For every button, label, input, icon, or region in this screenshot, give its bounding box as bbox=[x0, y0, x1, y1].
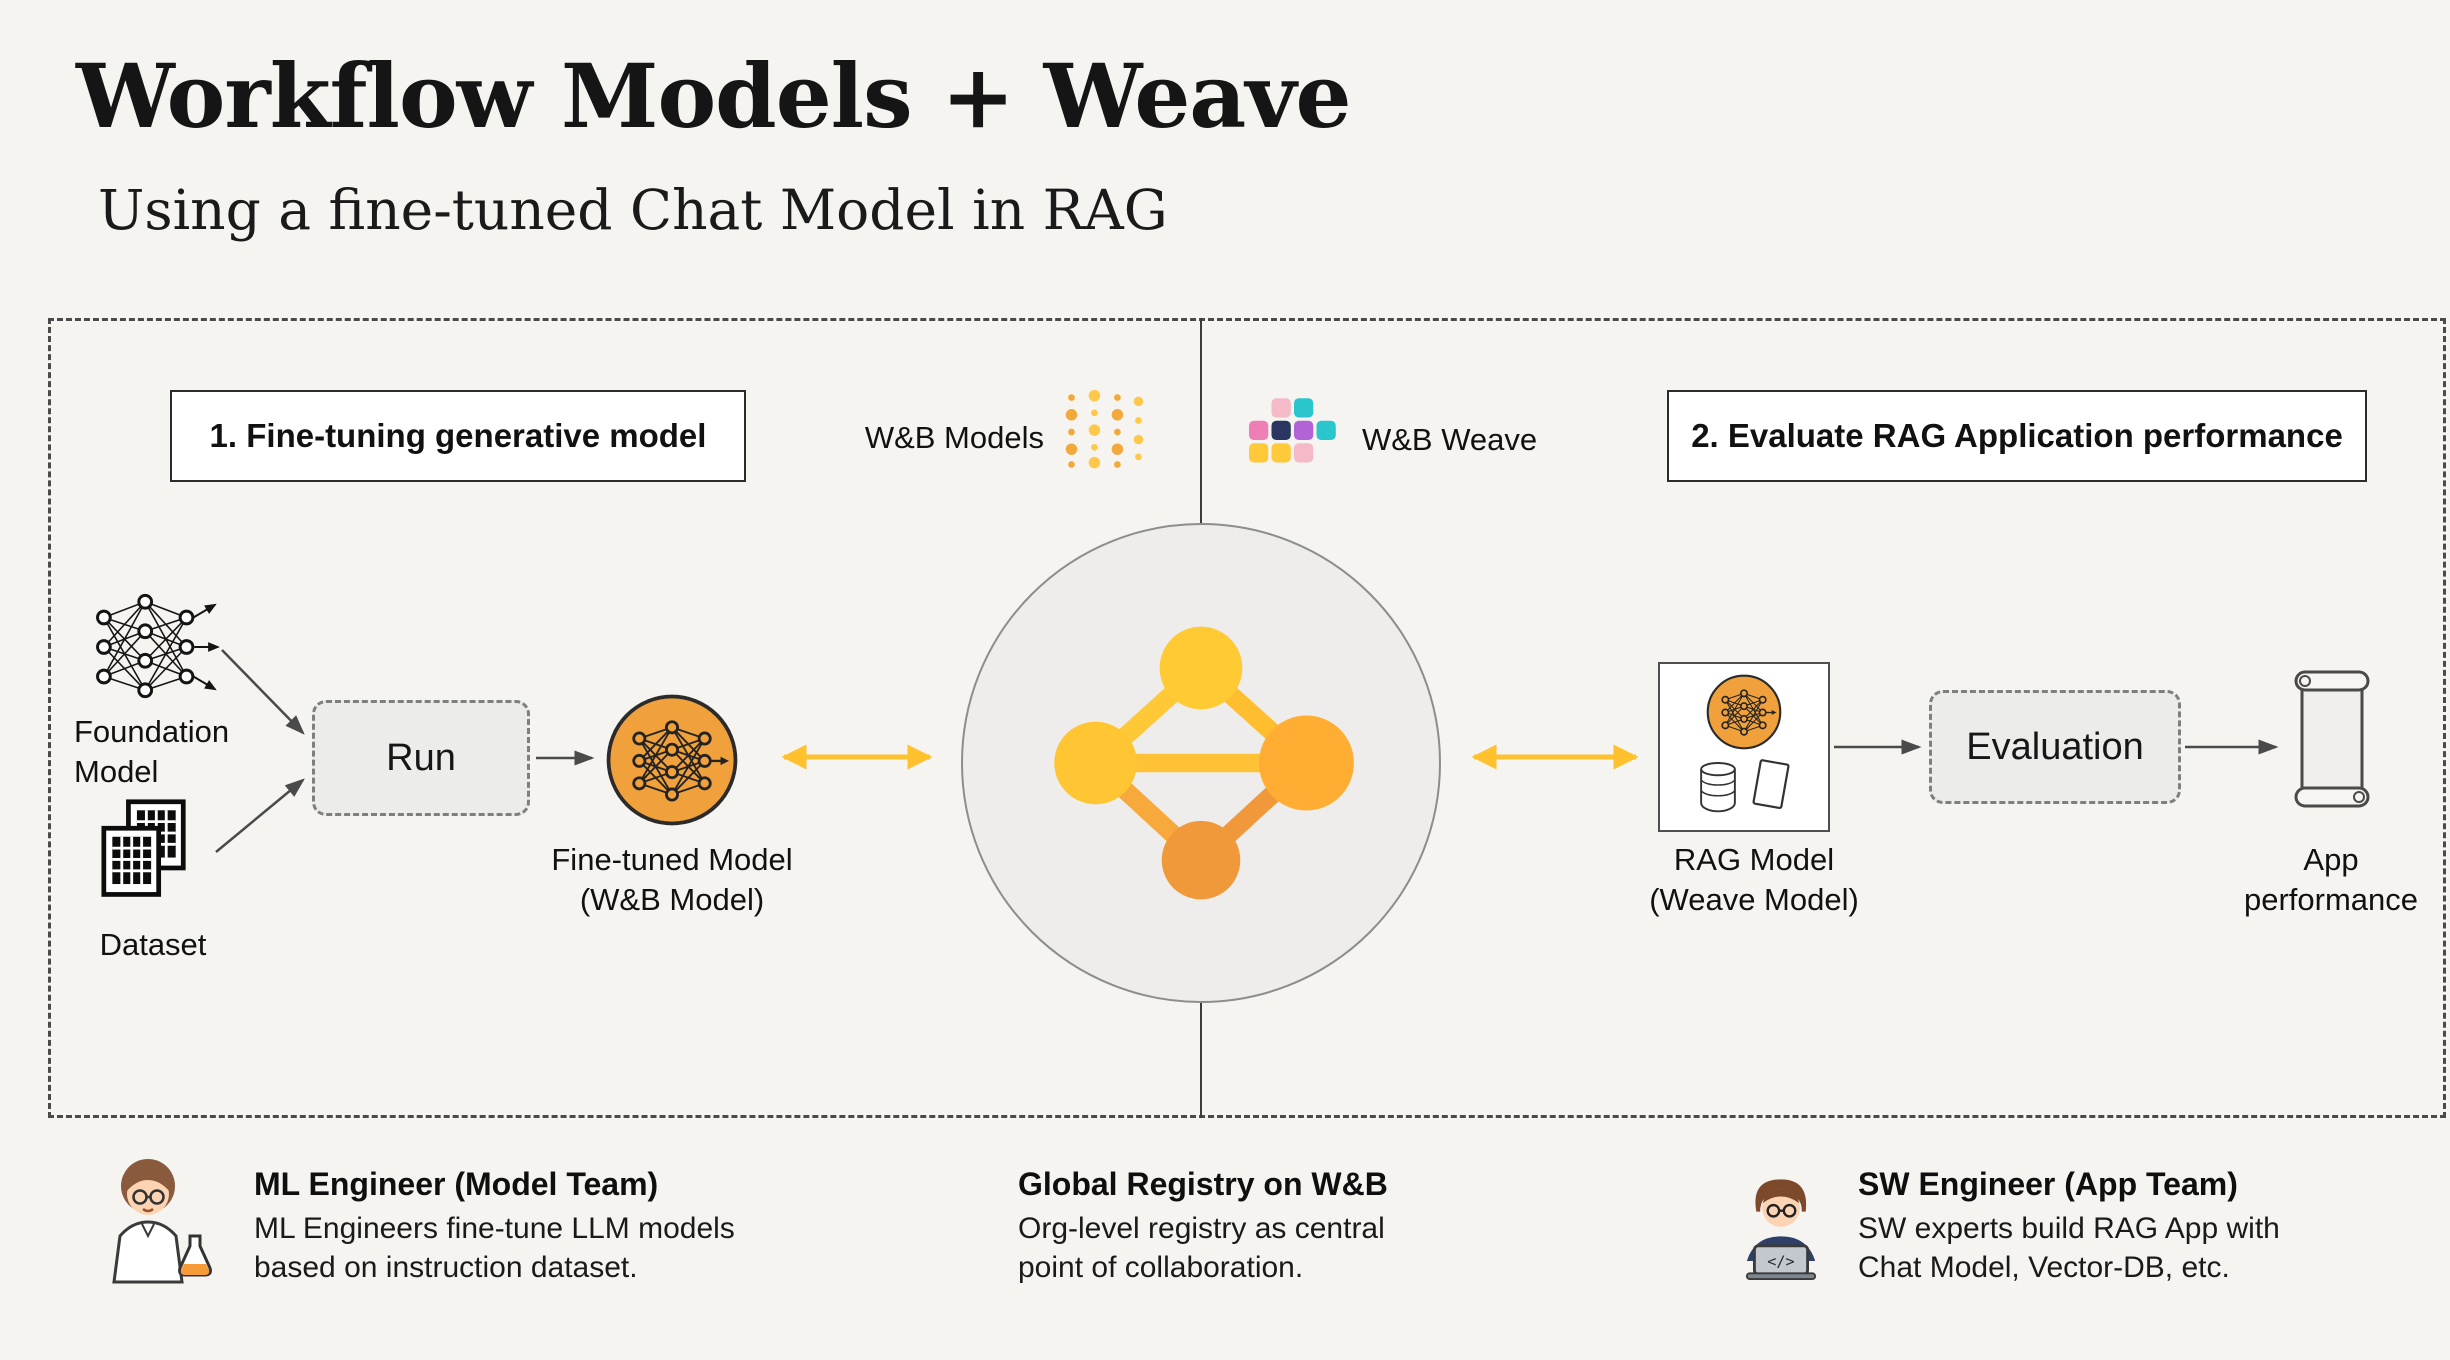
registry-block: Global Registry on W&B Org-level registr… bbox=[1018, 1166, 1388, 1287]
foundation-model-label: Foundation Model bbox=[74, 714, 230, 789]
finetuned-model-icon bbox=[606, 694, 738, 826]
rag-neural-network-icon bbox=[1706, 674, 1782, 750]
dataset-label: Dataset bbox=[99, 927, 207, 962]
ml-engineer-title: ML Engineer (Model Team) bbox=[254, 1166, 659, 1202]
run-box: Run bbox=[312, 700, 530, 816]
evaluation-box: Evaluation bbox=[1929, 690, 2181, 804]
svg-text:</>: </> bbox=[1767, 1253, 1794, 1271]
wandb-weave-logo-icon bbox=[1249, 398, 1336, 463]
ml-engineer-description: ML Engineers fine-tune LLM models based … bbox=[254, 1212, 735, 1284]
global-registry-circle bbox=[961, 523, 1441, 1003]
ml-engineer-avatar bbox=[112, 1159, 212, 1284]
wandb-models-logo-icon bbox=[1065, 389, 1144, 469]
app-performance-label: App performance bbox=[2243, 842, 2419, 917]
section-1-heading-box: 1. Fine-tuning generative model bbox=[170, 390, 746, 482]
section-1-heading-label: 1. Fine-tuning generative model bbox=[209, 417, 707, 454]
sw-engineer-title: SW Engineer (App Team) bbox=[1858, 1166, 2238, 1202]
registry-title: Global Registry on W&B bbox=[1018, 1166, 1388, 1202]
run-label: Run bbox=[386, 736, 456, 779]
section-2-heading-box: 2. Evaluate RAG Application performance bbox=[1667, 390, 2367, 482]
app-performance-scroll-icon bbox=[2294, 670, 2370, 808]
sw-engineer-block: SW Engineer (App Team) SW experts build … bbox=[1858, 1166, 2280, 1287]
wandb-weave-label: W&B Weave bbox=[1362, 422, 1538, 457]
ml-engineer-block: ML Engineer (Model Team) ML Engineers fi… bbox=[254, 1166, 735, 1287]
finetuned-model-label: Fine-tuned Model (W&B Model) bbox=[551, 842, 793, 917]
database-icon bbox=[1700, 762, 1736, 813]
sw-engineer-avatar: </> bbox=[1745, 1179, 1817, 1280]
foundation-model-icon bbox=[88, 588, 226, 706]
wandb-models-label: W&B Models bbox=[864, 420, 1044, 455]
diagram-frame bbox=[48, 318, 2446, 1118]
page-subtitle: Using a fine-tuned Chat Model in RAG bbox=[98, 178, 1168, 242]
page-title: Workflow Models + Weave bbox=[76, 44, 1351, 148]
rag-model-box bbox=[1658, 662, 1830, 832]
sw-engineer-description: SW experts build RAG App with Chat Model… bbox=[1858, 1212, 2280, 1284]
section-2-heading-label: 2. Evaluate RAG Application performance bbox=[1691, 417, 2343, 454]
wandb-registry-logo-icon bbox=[1054, 626, 1354, 900]
rag-model-label: RAG Model (Weave Model) bbox=[1649, 842, 1859, 917]
dataset-icon bbox=[101, 799, 186, 897]
registry-description: Org-level registry as central point of c… bbox=[1018, 1212, 1385, 1284]
evaluation-label: Evaluation bbox=[1966, 725, 2144, 768]
document-icon bbox=[1752, 759, 1790, 810]
